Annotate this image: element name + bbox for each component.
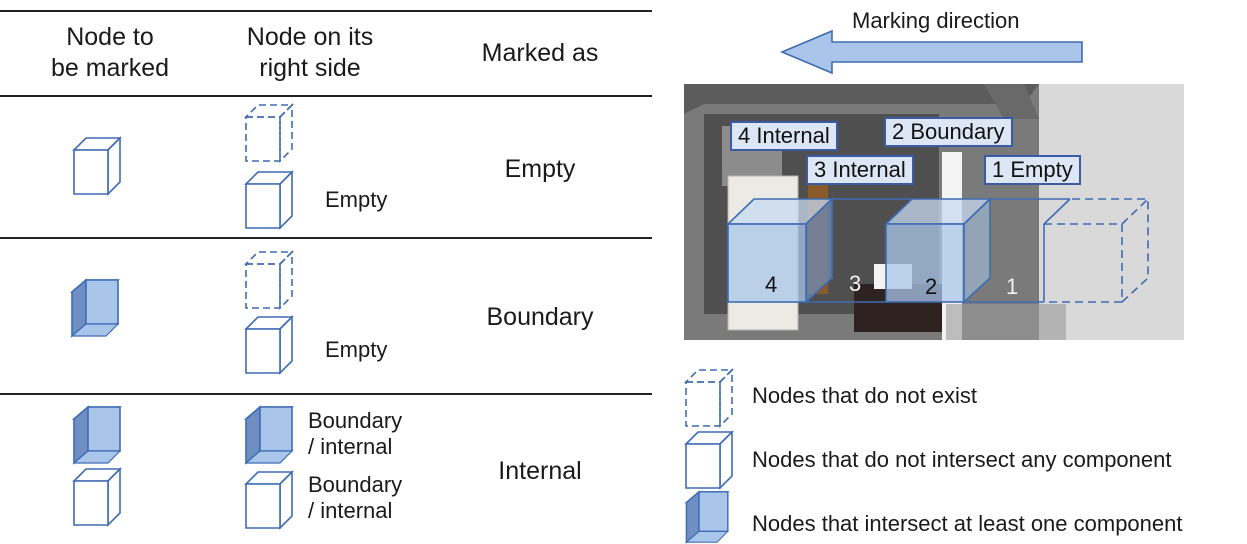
right-node-label: Boundary / internal	[308, 408, 403, 459]
row-divider	[0, 237, 652, 239]
filled-cube-icon	[68, 405, 128, 465]
empty-cube-icon	[68, 136, 128, 196]
node-number: 3	[849, 271, 862, 296]
table-header-rule	[0, 95, 652, 97]
legend-item: Nodes that do not intersect any componen…	[752, 447, 1172, 472]
dashed-cube-icon	[240, 103, 300, 163]
marked-as-value: Internal	[498, 457, 582, 485]
node-number: 4	[765, 272, 778, 297]
node-label-4: 4 Internal	[730, 121, 838, 151]
node-number: 1	[1006, 274, 1019, 299]
right-node-label: Empty	[325, 187, 388, 212]
legend-item: Nodes that do not exist	[752, 383, 978, 408]
row-divider	[0, 393, 652, 395]
empty-cube-icon	[240, 470, 300, 530]
right-node-label: Empty	[325, 337, 388, 362]
empty-cube-icon	[240, 170, 300, 230]
node-number: 2	[925, 274, 938, 299]
node-4-cube	[726, 197, 834, 304]
header-node-to-be-marked: Node to be marked	[50, 23, 170, 82]
empty-cube-icon	[240, 315, 300, 375]
node-label-2: 2 Boundary	[884, 117, 1013, 147]
filled-cube-icon	[240, 405, 300, 465]
left-arrow-icon	[780, 29, 1083, 75]
node-label-3: 3 Internal	[806, 155, 914, 185]
dashed-cube-icon	[680, 368, 740, 428]
empty-cube-icon	[68, 467, 128, 527]
marked-as-value: Boundary	[486, 303, 594, 331]
header-node-right-side: Node on its right side	[246, 23, 374, 82]
header-marked-as: Marked as	[481, 39, 599, 67]
empty-cube-icon	[680, 430, 740, 490]
marked-as-value: Empty	[504, 155, 576, 183]
nonexistent-node-cube	[1044, 198, 1150, 303]
filled-cube-icon	[680, 490, 736, 544]
node-2-cube	[884, 197, 992, 304]
dashed-cube-icon	[240, 250, 300, 310]
right-node-label: Boundary / internal	[308, 472, 403, 523]
table-top-rule	[0, 10, 652, 12]
marking-direction-label: Marking direction	[852, 8, 1020, 33]
filled-cube-icon	[66, 278, 126, 338]
node-label-1: 1 Empty	[984, 155, 1081, 185]
legend-item: Nodes that intersect at least one compon…	[752, 511, 1183, 536]
